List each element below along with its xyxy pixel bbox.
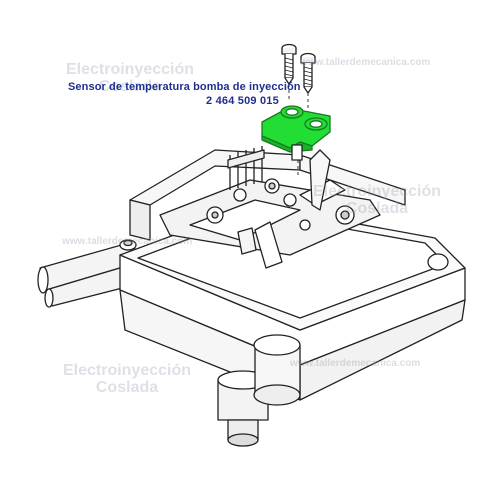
sensor-part-number: 2 464 509 015	[206, 95, 279, 107]
watermark-url: www.tallerdemecanica.com	[62, 236, 193, 247]
internal-mechanism	[159, 146, 381, 269]
watermark-url: www.tallerdemecanica.com	[290, 358, 421, 369]
screw-left	[281, 43, 297, 100]
watermark-url: www.tallerdemecanica.com	[300, 57, 431, 68]
lower-fitting	[217, 334, 301, 447]
temperature-sensor	[261, 105, 331, 161]
sensor-label-title: Sensor de temperatura bomba de inyección	[68, 81, 301, 93]
mounting-screws	[281, 43, 316, 112]
screw-right	[300, 52, 316, 112]
